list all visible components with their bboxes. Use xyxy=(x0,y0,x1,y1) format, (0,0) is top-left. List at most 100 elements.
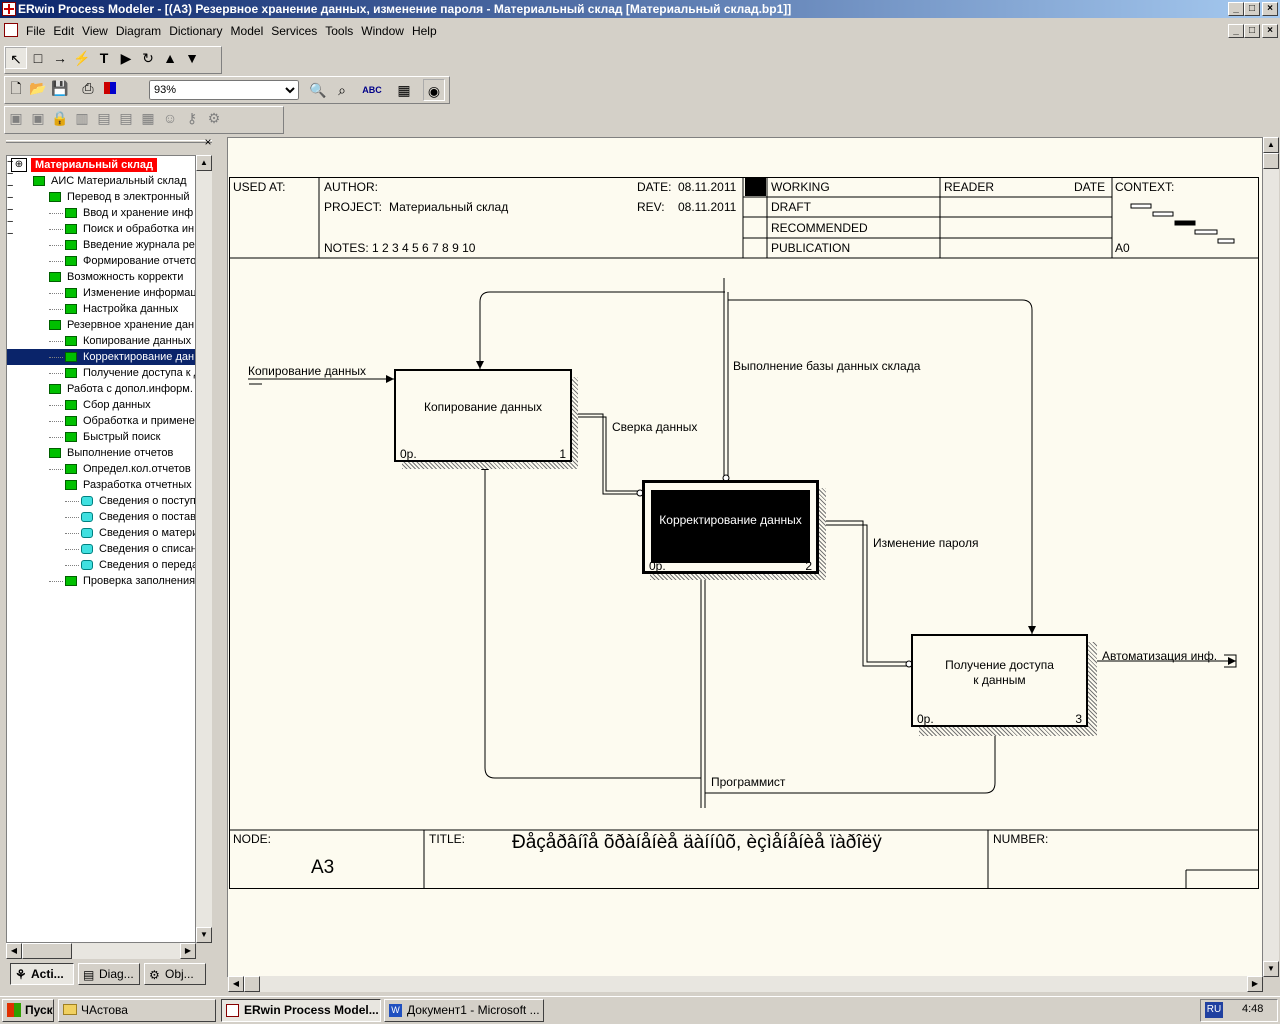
tree-item[interactable]: Настройка данных xyxy=(65,301,178,317)
tree-item[interactable]: Сведения о поступ xyxy=(81,493,195,509)
menu-window[interactable]: Window xyxy=(361,24,404,38)
canvas-vscroll-thumb[interactable] xyxy=(1263,153,1279,169)
menu-file[interactable]: File xyxy=(26,24,46,38)
text-tool-icon[interactable]: T xyxy=(99,50,109,66)
color-icon[interactable] xyxy=(99,77,121,99)
activity-box-1[interactable]: Копирование данных 0р. 1 xyxy=(394,369,572,462)
open-folder-icon[interactable]: 📂 xyxy=(29,80,47,96)
navigator-icon[interactable]: ◉ xyxy=(423,79,445,101)
doc-icon[interactable] xyxy=(4,23,18,37)
report2-icon[interactable]: ▤ xyxy=(119,110,133,126)
collapse-toggle[interactable]: − xyxy=(7,180,14,192)
model-explorer-icon[interactable]: ▦ xyxy=(397,82,411,98)
tree-item[interactable]: АИС Материальный склад xyxy=(33,173,187,189)
collapse-toggle[interactable]: − xyxy=(7,216,14,228)
taskbar-item-erwin[interactable]: ERwin Process Model... xyxy=(221,999,381,1022)
tree-vertical-scrollbar[interactable]: ▲ ▼ xyxy=(196,155,212,943)
tree-item[interactable]: Корректирование дан xyxy=(7,349,195,365)
activity-box-2[interactable]: Корректирование данных 0р. 2 xyxy=(642,480,819,574)
canvas-horizontal-scrollbar[interactable]: ◀ ▶ xyxy=(228,976,1263,992)
panel-close-icon[interactable]: × xyxy=(204,135,212,149)
arrow-label-check[interactable]: Сверка данных xyxy=(612,420,698,434)
tab-diagrams[interactable]: ▤Diag... xyxy=(78,963,140,985)
canvas-scroll-right[interactable]: ▶ xyxy=(1247,976,1263,992)
tree-item[interactable]: Ввод и хранение инф xyxy=(65,205,193,221)
arrow-label-db[interactable]: Выполнение базы данных склада xyxy=(733,359,921,373)
arrow-label-automation[interactable]: Автоматизация инф. xyxy=(1102,649,1218,663)
maximize-button[interactable]: □ xyxy=(1244,2,1260,16)
tree-root[interactable]: ⊕Материальный склад xyxy=(11,157,157,173)
mart2-icon[interactable]: ▣ xyxy=(31,110,45,126)
tree-horizontal-scrollbar[interactable]: ◀ ▶ xyxy=(6,943,196,959)
print-icon[interactable]: ⎙ xyxy=(82,80,94,96)
tree-item[interactable]: Проверка заполнения xyxy=(65,573,195,589)
doc-restore-button[interactable]: □ xyxy=(1244,24,1260,38)
menu-diagram[interactable]: Diagram xyxy=(115,24,162,38)
activity-box-3[interactable]: Получение доступа к данным 0р. 3 xyxy=(911,634,1088,727)
canvas-hscroll-thumb[interactable] xyxy=(244,976,260,992)
tree-item[interactable]: Работа с допол.информ. с xyxy=(49,381,195,397)
pointer-tool-icon[interactable]: ↖ xyxy=(5,47,27,69)
canvas-vertical-scrollbar[interactable]: ▲ ▼ xyxy=(1263,137,1279,977)
scroll-down-button[interactable]: ▼ xyxy=(196,927,212,943)
tree-item[interactable]: Обработка и примене xyxy=(65,413,195,429)
tree-item[interactable]: Резервное хранение дан xyxy=(49,317,194,333)
arrow-tool-icon[interactable]: → xyxy=(53,50,67,66)
collapse-toggle[interactable]: − xyxy=(7,204,14,216)
zoom-select[interactable]: 93% xyxy=(149,80,299,100)
tree-item[interactable]: Сведения о постав xyxy=(81,509,195,525)
tree-item[interactable]: Возможность корректи xyxy=(49,269,183,285)
tree-item[interactable]: Копирование данных xyxy=(65,333,191,349)
report-icon[interactable]: ▤ xyxy=(97,110,111,126)
canvas-scroll-up[interactable]: ▲ xyxy=(1263,137,1279,153)
tree-item[interactable]: Сведения о списан xyxy=(81,541,195,557)
box-tool-icon[interactable]: □ xyxy=(33,50,43,66)
tree-item[interactable]: Сведения о матери xyxy=(81,525,195,541)
menu-help[interactable]: Help xyxy=(411,24,437,38)
menu-model[interactable]: Model xyxy=(230,24,264,38)
menu-tools[interactable]: Tools xyxy=(325,24,354,38)
new-file-icon[interactable]: 🗋 xyxy=(10,80,22,96)
taskbar-item-folder[interactable]: ЧАстова xyxy=(58,999,216,1022)
app-icon[interactable] xyxy=(2,2,16,16)
go-down-icon[interactable]: ▼ xyxy=(185,50,199,66)
collapse-toggle[interactable]: − xyxy=(7,156,14,168)
tab-objects[interactable]: ⚙Obj... xyxy=(144,963,206,985)
menu-edit[interactable]: Edit xyxy=(53,24,75,38)
squiggle-tool-icon[interactable]: ⚡ xyxy=(73,50,91,66)
collapse-toggle[interactable]: − xyxy=(7,168,14,180)
go-up-icon[interactable]: ▲ xyxy=(163,50,177,66)
doc-close-button[interactable]: × xyxy=(1262,24,1278,38)
minimize-button[interactable]: _ xyxy=(1228,2,1244,16)
tree-item[interactable]: Выполнение отчетов xyxy=(49,445,173,461)
menu-services[interactable]: Services xyxy=(271,24,318,38)
book-icon[interactable]: ▥ xyxy=(75,110,89,126)
tree-item[interactable]: Перевод в электронный xyxy=(49,189,190,205)
tree-item[interactable]: Введение журнала ре xyxy=(65,237,195,253)
spell-check-icon[interactable]: ABC xyxy=(362,85,382,95)
scroll-left-button[interactable]: ◀ xyxy=(6,943,22,959)
doc-minimize-button[interactable]: _ xyxy=(1228,24,1244,38)
go-to-sibling-icon[interactable]: ▶ xyxy=(120,50,132,66)
language-indicator[interactable]: RU xyxy=(1205,1002,1223,1018)
grid-icon[interactable]: ▦ xyxy=(141,110,155,126)
tree-item[interactable]: Разработка отчетных xyxy=(65,477,192,493)
save-icon[interactable]: 💾 xyxy=(51,80,69,96)
users-icon[interactable]: ☺ xyxy=(162,110,178,126)
collapse-toggle[interactable]: − xyxy=(7,228,14,240)
canvas-scroll-left[interactable]: ◀ xyxy=(228,976,244,992)
canvas-scroll-down[interactable]: ▼ xyxy=(1263,961,1279,977)
tree-item[interactable]: Изменение информац xyxy=(65,285,195,301)
gear-icon[interactable]: ⚙ xyxy=(207,110,221,126)
tree-item[interactable]: Поиск и обработка ин xyxy=(65,221,194,237)
tree-item[interactable]: Сведения о переда xyxy=(81,557,195,573)
scroll-up-button[interactable]: ▲ xyxy=(196,155,212,171)
tree-item[interactable]: Получение доступа к д xyxy=(65,365,195,381)
menu-dictionary[interactable]: Dictionary xyxy=(169,24,223,38)
lock-icon[interactable]: 🔒 xyxy=(51,110,69,126)
scroll-right-button[interactable]: ▶ xyxy=(180,943,196,959)
arrow-label-programmer[interactable]: Программист xyxy=(711,775,786,789)
arrow-label-copy[interactable]: Копирование данных xyxy=(248,364,367,378)
zoom-out-icon[interactable]: ⌕ xyxy=(338,82,346,98)
